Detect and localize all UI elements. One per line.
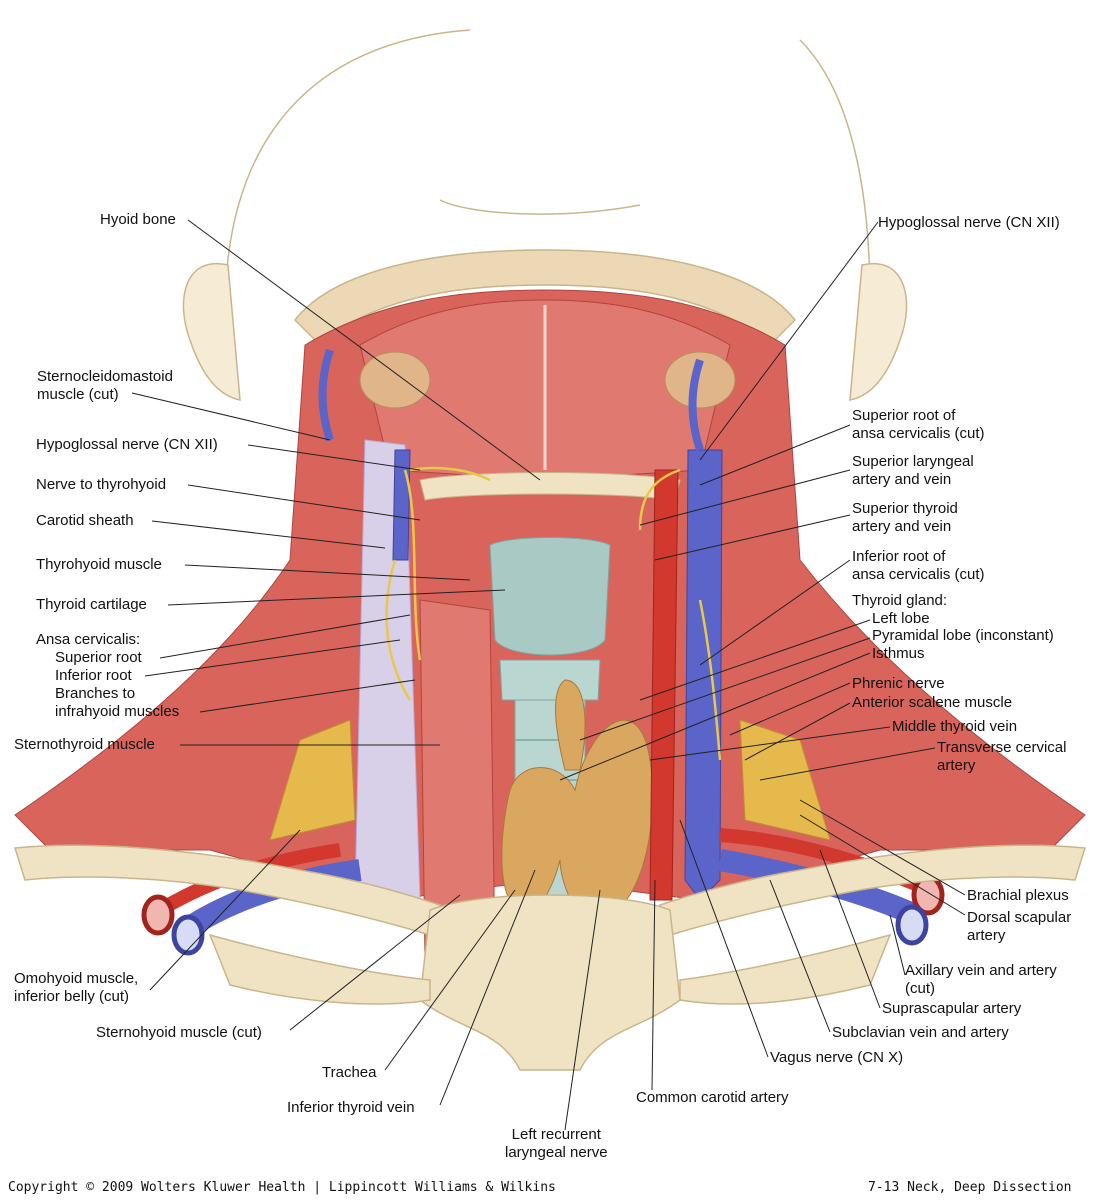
- cricoid-cartilage-shape: [499, 659, 601, 701]
- label-thyroid-gland: Thyroid gland:: [852, 592, 948, 609]
- label-pyramidal-lobe: Pyramidal lobe (inconstant): [872, 627, 1054, 644]
- label-carotid-sheath: Carotid sheath: [36, 512, 134, 529]
- facial-vein-right: [688, 358, 704, 452]
- cut-vessel-right-blue: [895, 904, 929, 946]
- label-sternohyoid-muscle: Sternohyoid muscle (cut): [96, 1024, 262, 1041]
- label-superior-laryngeal: Superior laryngeal artery and vein: [852, 453, 974, 488]
- label-nerve-to-thyrohyoid: Nerve to thyrohyoid: [36, 476, 167, 493]
- plate-title: 7-13 Neck, Deep Dissection: [868, 1180, 1072, 1195]
- copyright-text: Copyright © 2009 Wolters Kluwer Health |…: [8, 1180, 556, 1195]
- label-subclavian: Subclavian vein and artery: [832, 1024, 1009, 1041]
- facial-vein-left: [318, 348, 334, 442]
- label-trachea: Trachea: [322, 1064, 377, 1081]
- thyroid-cartilage-shape: [489, 537, 611, 656]
- submandibular-gland-left: [359, 351, 431, 409]
- label-inferior-thyroid-vein: Inferior thyroid vein: [287, 1099, 415, 1116]
- label-ansa-branches: Branches to infrahyoid muscles: [55, 685, 180, 720]
- ear-left: [182, 262, 241, 401]
- label-left-recurrent-laryngeal-nerve: Left recurrent laryngeal nerve: [505, 1126, 608, 1161]
- label-anterior-scalene: Anterior scalene muscle: [852, 694, 1013, 711]
- mandible: [294, 249, 796, 347]
- label-ansa-superior-root: Superior root: [55, 649, 142, 666]
- label-axillary: Axillary vein and artery (cut): [905, 962, 1057, 997]
- leader-lines: [131, 219, 966, 1131]
- label-dorsal-scapular: Dorsal scapular artery: [967, 909, 1072, 944]
- label-left-lobe: Left lobe: [872, 610, 930, 627]
- submandibular-gland-right: [664, 351, 736, 409]
- label-phrenic-nerve: Phrenic nerve: [852, 675, 945, 692]
- internal-jugular-vein: [684, 449, 723, 901]
- label-sternothyroid-muscle: Sternothyroid muscle: [14, 736, 155, 753]
- label-suprascapular: Suprascapular artery: [882, 1000, 1022, 1017]
- brachial-plexus-left: [269, 719, 356, 841]
- first-rib-right: [679, 933, 892, 1005]
- label-thyroid-cartilage: Thyroid cartilage: [36, 596, 147, 613]
- label-transverse-cervical: Transverse cervical artery: [937, 739, 1067, 774]
- ear-right: [849, 262, 908, 401]
- label-common-carotid: Common carotid artery: [636, 1089, 789, 1106]
- cut-vessel-left-blue: [171, 914, 205, 956]
- label-vagus-nerve: Vagus nerve (CN X): [770, 1049, 904, 1066]
- label-middle-thyroid-vein: Middle thyroid vein: [892, 718, 1018, 735]
- label-omohyoid-muscle: Omohyoid muscle, inferior belly (cut): [14, 970, 139, 1005]
- label-superior-thyroid: Superior thyroid artery and vein: [852, 500, 958, 535]
- cut-vessel-left-red: [141, 894, 175, 936]
- common-carotid-artery-shape: [649, 469, 679, 901]
- label-inferior-root-ansa: Inferior root of ansa cervicalis (cut): [852, 548, 985, 583]
- pyramidal-lobe-shape: [555, 679, 586, 771]
- label-ansa-inferior-root: Inferior root: [55, 667, 132, 684]
- label-hyoid-bone: Hyoid bone: [100, 211, 176, 228]
- nerves: [385, 466, 722, 761]
- label-hypoglossal-nerve-right: Hypoglossal nerve (CN XII): [878, 214, 1060, 231]
- label-ansa-cervicalis: Ansa cervicalis:: [36, 631, 141, 648]
- label-thyrohyoid-muscle: Thyrohyoid muscle: [36, 556, 162, 573]
- label-isthmus: Isthmus: [872, 645, 925, 662]
- label-superior-root-ansa: Superior root of ansa cervicalis (cut): [852, 407, 985, 442]
- label-sternocleidomastoid: Sternocleidomastoid muscle (cut): [37, 368, 173, 403]
- manubrium: [419, 894, 681, 1071]
- label-hypoglossal-nerve-left: Hypoglossal nerve (CN XII): [36, 436, 218, 453]
- first-rib-left: [208, 933, 431, 1005]
- label-brachial-plexus: Brachial plexus: [967, 887, 1069, 904]
